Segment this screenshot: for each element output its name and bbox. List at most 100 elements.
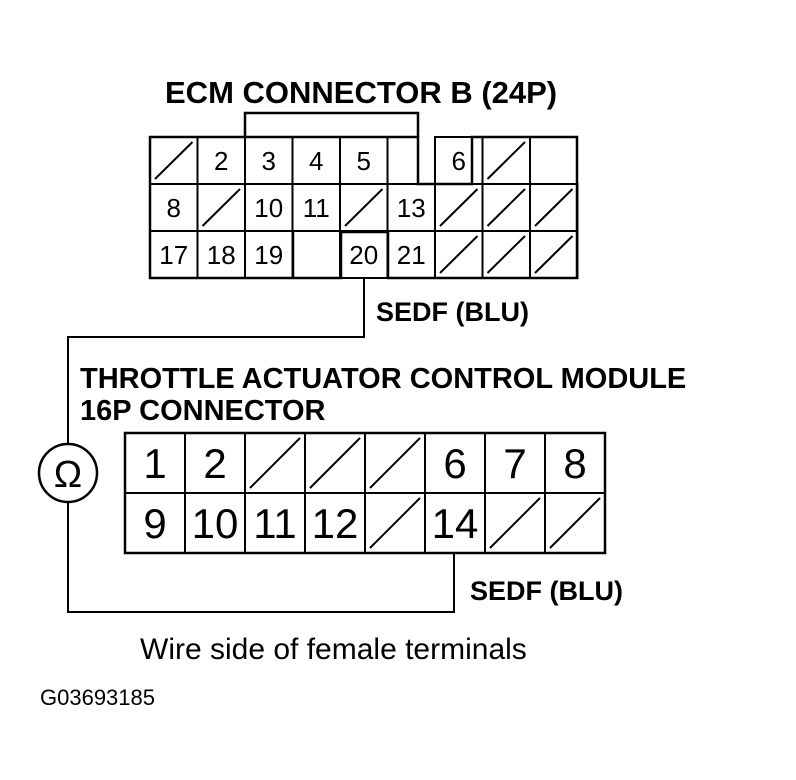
empty-cavity-slash	[534, 235, 574, 274]
pin-number: 19	[254, 240, 283, 270]
pin-number: 8	[167, 193, 181, 223]
empty-cavity-slash	[369, 497, 421, 549]
ecm-pin-4: 4	[291, 136, 341, 185]
ecm-empty-cavity	[196, 183, 246, 232]
ecm-pin-21: 21	[386, 230, 436, 279]
empty-cavity-slash	[154, 141, 194, 180]
tac-empty-cavity	[244, 432, 306, 494]
cell-border	[529, 230, 579, 279]
pin-number: 13	[397, 193, 426, 223]
tac-empty-cavity	[364, 432, 426, 494]
pin-number: 5	[357, 146, 371, 176]
empty-cavity-slash	[534, 188, 574, 227]
tac-pin-8: 8	[544, 432, 606, 494]
tac-empty-cavity	[304, 432, 366, 494]
empty-cavity-slash	[249, 437, 301, 489]
ecm-pin-19: 19	[244, 230, 294, 279]
ecm-empty-cavity	[339, 183, 389, 232]
tac-pin-11: 11	[244, 492, 306, 554]
pin-number: 14	[432, 500, 479, 547]
caption: Wire side of female terminals	[140, 633, 527, 666]
empty-cavity-slash	[309, 437, 361, 489]
empty-cavity-slash	[344, 188, 384, 227]
ecm-empty-cavity	[434, 230, 484, 279]
ecm-empty-cavity	[481, 183, 531, 232]
ecm-pin-11: 11	[291, 183, 341, 232]
figure-id: G03693185	[40, 685, 155, 710]
ecm-empty-cavity	[434, 183, 484, 232]
ohmmeter-icon	[37, 442, 99, 504]
pin-number: 20	[349, 240, 378, 270]
ohm-symbol: Ω	[54, 454, 82, 496]
ohmmeter-wiring: Ω	[37, 278, 455, 613]
tac-pin-9: 9	[124, 492, 186, 554]
pin-number: 8	[563, 440, 586, 487]
ecm-empty-cavity	[529, 230, 579, 279]
pin-number: 11	[303, 193, 330, 223]
pin-number: 4	[309, 146, 323, 176]
tac-pin-12: 12	[304, 492, 366, 554]
empty-cavity-slash	[201, 188, 241, 227]
ecm-pin-17: 17	[149, 230, 199, 279]
pin-number: 6	[452, 146, 466, 176]
tac-connector-title-line1: THROTTLE ACTUATOR CONTROL MODULE	[80, 363, 686, 395]
ecm-pin-5: 5	[339, 136, 389, 185]
ecm-pin-cells: 2 3 4 5 6 8 10 11 13 17 18 19 20 21	[149, 136, 579, 279]
cell-border	[244, 230, 294, 279]
ecm-wire-label: SEDF (BLU)	[376, 297, 529, 327]
ecm-pin-13: 13	[386, 183, 436, 232]
ecm-pin-2: 2	[196, 136, 246, 185]
pin-number: 2	[214, 146, 228, 176]
ecm-pin-20: 20	[339, 230, 389, 279]
tac-pin-6: 6	[424, 432, 486, 494]
empty-cavity-slash	[439, 188, 479, 227]
empty-cavity-slash	[439, 235, 479, 274]
ecm-empty-cavity	[481, 136, 531, 185]
pin-number: 10	[254, 193, 283, 223]
tac-pin-2: 2	[184, 432, 246, 494]
tac-pin-7: 7	[484, 432, 546, 494]
empty-cavity-slash	[486, 235, 526, 274]
ecm-empty-cavity	[149, 136, 199, 185]
pin-number: 9	[143, 500, 166, 547]
tac-pin-14: 14	[424, 492, 486, 554]
tac-pin-10: 10	[184, 492, 246, 554]
tac-wire-label: SEDF (BLU)	[470, 576, 623, 606]
ecm-pin-18: 18	[196, 230, 246, 279]
tac-pin-1: 1	[124, 432, 186, 494]
wire-to-tac-pin-14	[67, 502, 455, 613]
empty-cavity-slash	[486, 188, 526, 227]
pin-number: 2	[203, 440, 226, 487]
ecm-pin-10: 10	[244, 183, 294, 232]
ecm-empty-cavity	[481, 230, 531, 279]
ecm-empty-cavity	[529, 183, 579, 232]
wire-to-ecm-pin-20	[67, 278, 365, 444]
tac-empty-cavity	[484, 492, 546, 554]
empty-cavity-slash	[549, 497, 601, 549]
pin-number: 10	[192, 500, 239, 547]
pin-number: 7	[503, 440, 526, 487]
pin-number: 17	[159, 240, 188, 270]
ecm-lock-tab	[243, 111, 420, 137]
ecm-connector: 2 3 4 5 6 8 10 11 13 17 18 19 20 21	[148, 111, 579, 280]
empty-cavity-slash	[486, 141, 526, 180]
cell-border	[544, 492, 606, 554]
tac-empty-cavity	[364, 492, 426, 554]
pin-number: 11	[253, 500, 297, 547]
ecm-pin-6: 6	[434, 136, 484, 185]
ecm-connector-title: ECM CONNECTOR B (24P)	[165, 75, 557, 110]
tac-connector-title-line2: 16P CONNECTOR	[80, 395, 326, 427]
pin-number: 18	[207, 240, 236, 270]
empty-cavity-slash	[369, 437, 421, 489]
pin-number: 21	[397, 240, 426, 270]
empty-cavity-slash	[489, 497, 541, 549]
pin-number: 3	[262, 146, 276, 176]
ecm-pin-8: 8	[149, 183, 199, 232]
ecm-pin-3: 3	[244, 136, 294, 185]
pin-number: 6	[443, 440, 466, 487]
tac-empty-cavity	[544, 492, 606, 554]
